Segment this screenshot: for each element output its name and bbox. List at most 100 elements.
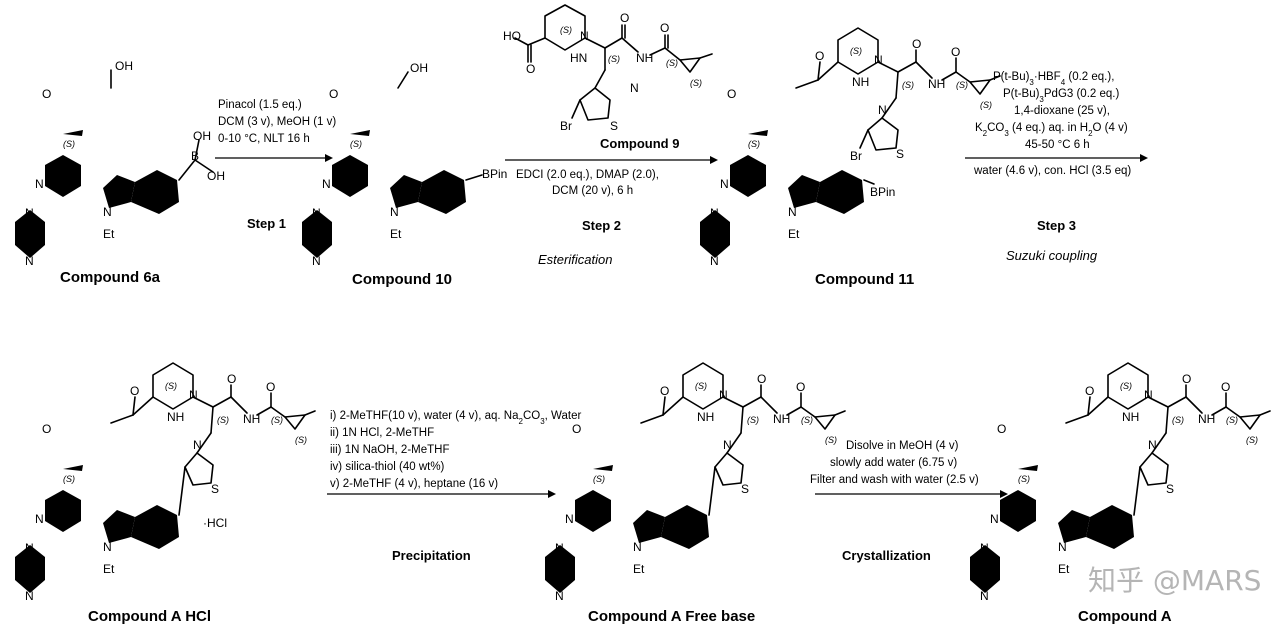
stereo-label-3: (S) xyxy=(747,415,759,425)
atom-o-ester: O xyxy=(815,49,824,63)
atom-n-piperazine: N xyxy=(555,541,564,555)
atom-s: S xyxy=(896,147,904,161)
atom-n-thiazole: N xyxy=(630,81,639,95)
arrow-step-3 xyxy=(965,154,1148,162)
atom-n-methyl: N xyxy=(25,589,34,603)
atom-n-indole: N xyxy=(103,540,112,554)
atom-ho: HO xyxy=(503,29,521,43)
stereo-label: (S) xyxy=(560,25,572,35)
atom-o-2: O xyxy=(227,372,236,386)
crystallization-type: Crystallization xyxy=(842,548,931,563)
structure-compound-6a: OH O N N N N Et B OH OH (S) xyxy=(15,59,225,272)
structure-compound-a-hcl: O O N N N N Et S N NH N NH O O ·HCl (S) … xyxy=(15,362,316,607)
atom-oh-2: OH xyxy=(207,169,225,183)
atom-o: O xyxy=(329,87,338,101)
atom-nh-2: NH xyxy=(773,412,790,426)
stereo-label: (S) xyxy=(593,474,605,484)
atom-o: O xyxy=(42,422,51,436)
precipitation-condition-5: v) 2-MeTHF (4 v), heptane (16 v) xyxy=(330,478,498,490)
atom-n-methyl: N xyxy=(312,254,321,268)
step3-condition-5: 45-50 °C 6 h xyxy=(1025,139,1090,151)
atom-n-piperazine: N xyxy=(312,206,321,220)
atom-bpin: BPin xyxy=(870,185,895,199)
stereo-label-2: (S) xyxy=(1120,381,1132,391)
atom-n-thiazole: N xyxy=(1148,438,1157,452)
step1-condition-1: Pinacol (1.5 eq.) xyxy=(218,99,302,111)
atom-o-2: O xyxy=(912,37,921,51)
stereo-label: (S) xyxy=(63,474,75,484)
step2-condition-2: DCM (20 v), 6 h xyxy=(552,185,633,197)
atom-n-pyridine: N xyxy=(720,177,729,191)
atom-n-methyl: N xyxy=(980,589,989,603)
atom-n-piperazine: N xyxy=(25,541,34,555)
atom-oh: OH xyxy=(410,61,428,75)
atom-o: O xyxy=(727,87,736,101)
atom-o-ester: O xyxy=(130,384,139,398)
atom-o-3: O xyxy=(1221,380,1230,394)
atom-n-methyl: N xyxy=(555,589,564,603)
atom-hcl: ·HCl xyxy=(203,516,227,530)
precipitation-condition-3: iii) 1N NaOH, 2-MeTHF xyxy=(330,444,449,456)
precipitation-condition-1: i) 2-MeTHF(10 v), water (4 v), aq. Na2CO… xyxy=(330,410,581,426)
atom-nh-2: NH xyxy=(1198,412,1215,426)
stereo-label: (S) xyxy=(748,139,760,149)
atom-nh: NH xyxy=(852,75,869,89)
stereo-label-2: (S) xyxy=(608,54,620,64)
step1-label: Step 1 xyxy=(247,216,286,231)
step3-condition-6: water (4.6 v), con. HCl (3.5 eq) xyxy=(973,165,1131,177)
step2-condition-1: EDCI (2.0 eq.), DMAP (2.0), xyxy=(516,169,659,181)
atom-n-indole: N xyxy=(103,205,112,219)
stereo-label-5: (S) xyxy=(980,100,992,110)
atom-et: Et xyxy=(103,227,115,241)
step1-condition-3: 0-10 °C, NLT 16 h xyxy=(218,133,310,145)
stereo-label-2: (S) xyxy=(850,46,862,56)
atom-br: Br xyxy=(560,119,572,133)
atom-o-2: O xyxy=(620,11,629,25)
step2-type: Esterification xyxy=(538,252,612,267)
precipitation-type: Precipitation xyxy=(392,548,471,563)
atom-nh: NH xyxy=(167,410,184,424)
label-compound-a: Compound A xyxy=(1078,608,1172,625)
atom-br: Br xyxy=(850,149,862,163)
structure-compound-10: OH O N N N N Et BPin (S) xyxy=(302,61,507,272)
atom-hn: HN xyxy=(570,51,587,65)
atom-n-indole: N xyxy=(1058,540,1067,554)
watermark: 知乎 @MARS xyxy=(1088,564,1261,597)
atom-n-pyridine: N xyxy=(35,512,44,526)
atom-s: S xyxy=(211,482,219,496)
stereo-label-3: (S) xyxy=(666,58,678,68)
atom-nh: NH xyxy=(697,410,714,424)
stereo-label-2: (S) xyxy=(695,381,707,391)
atom-n-methyl: N xyxy=(710,254,719,268)
atom-o-3: O xyxy=(660,21,669,35)
atom-o-3: O xyxy=(266,380,275,394)
arrow-precipitation xyxy=(327,490,556,498)
atom-o-3: O xyxy=(951,45,960,59)
atom-n-pyridine: N xyxy=(35,177,44,191)
label-compound-11: Compound 11 xyxy=(815,271,914,288)
step3-condition-1: P(t-Bu)3·HBF4 (0.2 eq.), xyxy=(993,71,1114,87)
label-compound-a-hcl: Compound A HCl xyxy=(88,608,211,625)
crystallization-condition-2: slowly add water (6.75 v) xyxy=(830,457,957,469)
atom-n-pyridine: N xyxy=(990,512,999,526)
atom-n-indole: N xyxy=(633,540,642,554)
label-compound-9: Compound 9 xyxy=(600,136,679,151)
label-compound-a-free-base: Compound A Free base xyxy=(588,608,755,625)
stereo-label-4: (S) xyxy=(271,415,283,425)
stereo-label-3: (S) xyxy=(1172,415,1184,425)
atom-et: Et xyxy=(390,227,402,241)
label-compound-6a: Compound 6a xyxy=(60,269,161,286)
atom-n-thiazole: N xyxy=(878,103,887,117)
atom-et: Et xyxy=(1058,562,1070,576)
precipitation-condition-2: ii) 1N HCl, 2-MeTHF xyxy=(330,427,434,439)
atom-b: B xyxy=(191,149,199,163)
atom-o: O xyxy=(997,422,1006,436)
stereo-label-3: (S) xyxy=(217,415,229,425)
stereo-label-5: (S) xyxy=(825,435,837,445)
atom-o-ester: O xyxy=(660,384,669,398)
structure-compound-11: O O N N N N Et BPin Br S N NH N NH O O (… xyxy=(700,27,1001,272)
atom-et: Et xyxy=(103,562,115,576)
atom-n-piperazine: N xyxy=(980,541,989,555)
stereo-label-2: (S) xyxy=(165,381,177,391)
